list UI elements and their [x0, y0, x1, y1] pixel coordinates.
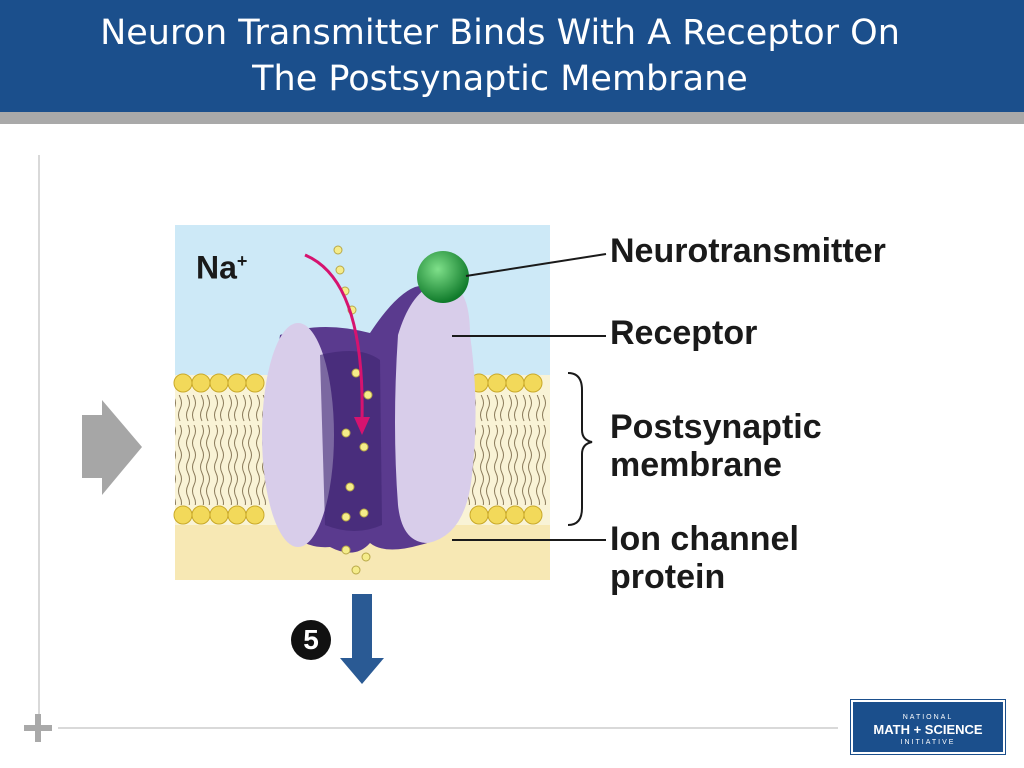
label-leader-lines	[452, 253, 607, 541]
logo-main-text: MATH + SCIENCE	[873, 722, 983, 737]
step-number-badge: 5	[291, 620, 331, 660]
slide-title-line-2: The Postsynaptic Membrane	[252, 59, 748, 99]
logo-bottom-text: INITIATIVE	[900, 739, 956, 746]
frame-vertical-line	[38, 155, 40, 723]
postsynaptic-label-line-2: membrane	[610, 446, 782, 484]
slide-title: Neuron Transmitter Binds With A Receptor…	[0, 10, 1000, 102]
sodium-ion-label: Na+	[196, 242, 247, 287]
ion-channel-label-line-2: protein	[610, 558, 726, 596]
frame-horizontal-line	[58, 727, 838, 729]
slide-title-line-1: Neuron Transmitter Binds With A Receptor…	[100, 13, 900, 53]
lipid-heads-bottom	[173, 505, 543, 525]
ion-flow-arrow	[304, 253, 364, 421]
neurotransmitter-label: Neurotransmitter	[610, 232, 886, 270]
postsynaptic-label-line-1: Postsynaptic	[610, 408, 822, 446]
channel-pore	[320, 351, 382, 531]
ion-channel-label-line-1: Ion channel	[610, 520, 799, 558]
title-bar	[0, 0, 1024, 112]
receptor-label: Receptor	[610, 314, 758, 352]
receptor-light-face	[395, 283, 476, 543]
title-bar-stripe	[0, 112, 1024, 124]
ion-channel-protein-label: Ion channel protein	[610, 520, 799, 596]
down-arrow-icon	[340, 594, 384, 684]
neurotransmitter-molecule	[417, 251, 469, 303]
ion-flow-arrowhead	[354, 417, 370, 435]
sodium-ions	[333, 245, 373, 575]
nmsi-logo: NATIONAL MATH + SCIENCE INITIATIVE	[850, 699, 1006, 755]
sodium-ion-symbol: Na	[196, 249, 237, 286]
slide-arrow-icon	[82, 400, 142, 495]
synapse-diagram	[173, 225, 550, 580]
postsynaptic-membrane-label: Postsynaptic membrane	[610, 408, 822, 484]
sodium-ion-charge: +	[236, 251, 248, 271]
plus-icon-vertical	[35, 714, 41, 742]
channel-front-face	[262, 323, 334, 547]
logo-top-text: NATIONAL	[902, 714, 954, 721]
lipid-heads-top	[173, 373, 543, 393]
